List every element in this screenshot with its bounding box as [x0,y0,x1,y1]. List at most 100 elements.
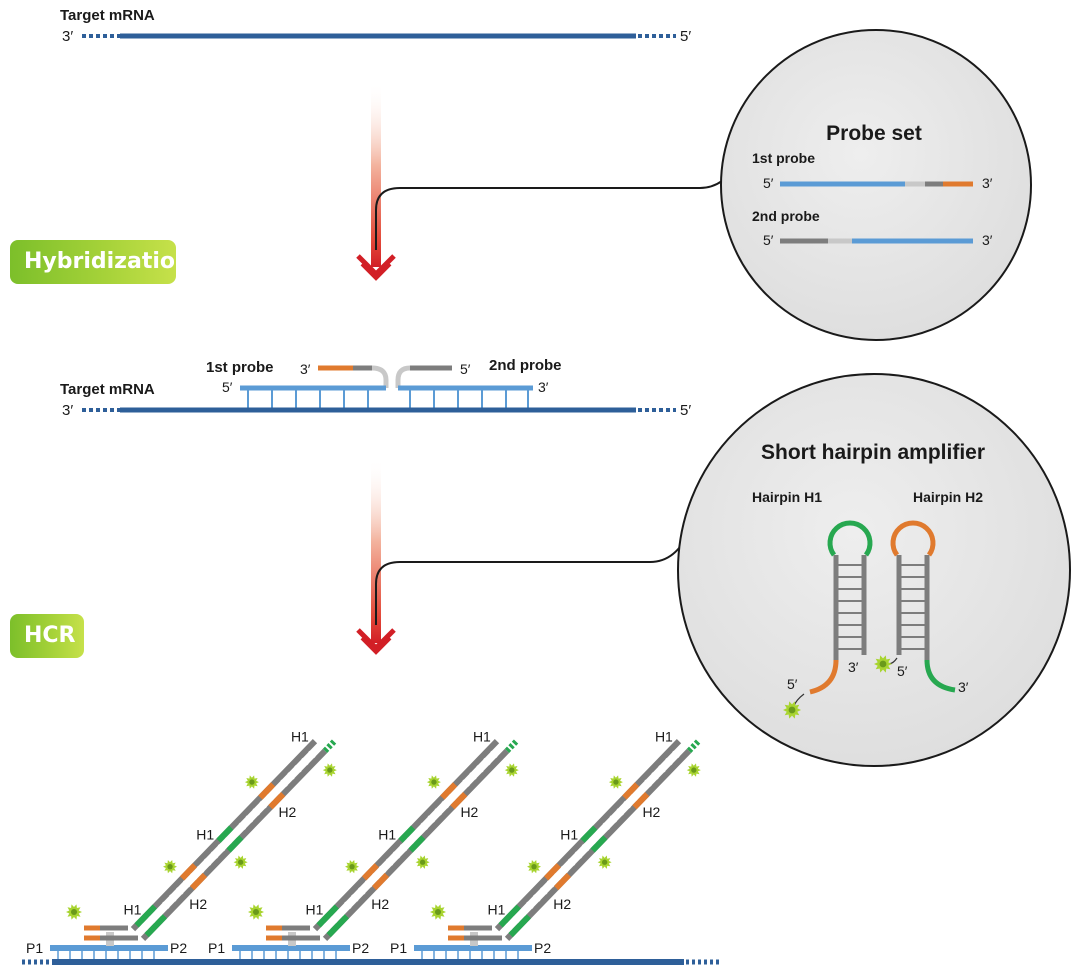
polymer-rung [231,829,240,838]
polymer-domain [144,914,168,938]
polymer-label: H2 [553,896,571,912]
polymer-domain [361,863,380,881]
polymer-rung [483,757,491,766]
polymer-rung [595,829,604,838]
polymer-rung [413,829,422,838]
base-pair-rungs [247,390,529,408]
hybrid-second-probe-label: 2nd probe [489,357,562,374]
polymer-rung [637,786,645,794]
fluorophore-core [419,859,426,865]
polymer-label: H1 [655,729,673,745]
polymer-rung [533,894,541,902]
first-probe-3prime: 3′ [982,175,993,191]
polymer-rung [553,872,562,881]
fluorophore-icon [415,855,430,869]
polymer-domain [316,904,339,928]
polymer-rung [224,836,233,845]
fluorophore-icon [426,775,441,789]
polymer-rung [526,901,534,909]
fluorophore-core [252,908,260,916]
polymer-rung [546,880,555,888]
polymer-rung [323,923,331,931]
fluorophore-core [509,767,515,773]
hybrid-second-spacer [395,365,411,388]
first-probe-label: 1st probe [752,150,815,166]
polymer-rung [141,923,149,931]
hairpin-h1: 5′ 3′ [787,520,873,707]
p2-label: P2 [352,940,369,956]
fluorophore-icon [244,775,259,789]
polymer-tip [504,738,519,753]
hybrid-mrna-5prime: 5′ [680,402,691,419]
polymer-label: H2 [189,896,207,912]
polymer-rung [210,851,219,859]
arrow-hybridization [356,82,396,281]
polymer-domain [134,904,157,928]
polymer-label: H1 [473,729,491,745]
h2-3prime: 3′ [958,679,969,695]
hybrid-first-probe-label: 1st probe [206,359,274,376]
polymer-rung [182,880,191,888]
fluorophore-core [431,779,437,785]
h2-5prime: 5′ [897,663,908,679]
polymer-domain [498,904,521,928]
polymer-rung [630,793,638,802]
polymer-domain [190,872,208,891]
fluorophore-icon [233,855,248,869]
hybrid-first-spacer [371,365,389,388]
h1-3prime: 3′ [848,659,859,675]
polymer-rung [189,872,198,881]
polymer-rung [672,750,680,759]
polymer-domain [408,835,426,853]
p1-label: P1 [26,940,43,956]
polymer-rung [665,757,673,766]
fluorophore-core [70,908,78,916]
arrow-shaft [371,82,381,267]
polymer-domain [580,825,598,843]
polymer-rung [609,815,618,823]
polymer-domain [326,914,350,938]
polymer-rung [344,901,352,909]
polymer-domain [179,863,198,881]
p2-label: P2 [170,940,187,956]
fluorophore-icon [874,655,892,673]
polymer-rung [217,844,226,852]
polymer-rung [602,822,611,830]
polymer-rung [567,858,576,866]
polymer-rung [371,872,380,881]
polymer-rung [148,915,156,924]
fluorophore-icon [783,701,801,719]
polymer-domain [398,825,416,843]
polymer-domain [216,825,234,843]
fluorophore-core [237,859,244,865]
polymer-domain [440,782,458,800]
hairpin-h2-label: Hairpin H2 [913,489,983,505]
polymer-label: H2 [460,804,478,820]
amplifier-circle [677,373,1071,767]
polymer-rung [169,894,177,902]
polymer-rung [644,779,652,787]
polymer-rung [399,844,408,852]
polymer-rung [427,815,436,823]
polymer-rung [273,786,281,794]
polymer-rung [588,836,597,845]
hybridized-probes: 1st probe 3′ 5′ 2nd probe 5′ 3′ Target m… [60,357,691,419]
fluorophore-core [788,706,796,714]
polymer-rung [651,772,659,780]
amplifier-title: Short hairpin amplifier [761,441,985,464]
polymer-rung [560,865,569,873]
fluorophore-icon [322,763,337,777]
polymer-domain [258,782,276,800]
polymer-rung [476,765,484,773]
polymer-rung [364,880,373,888]
hybrid-target-label: Target mRNA [60,381,155,398]
polymer-rung [490,750,498,759]
fluorophore-icon [66,904,82,920]
h2-toehold [924,659,956,693]
polymer-rung [455,786,463,794]
fluorophore-icon [430,904,446,920]
